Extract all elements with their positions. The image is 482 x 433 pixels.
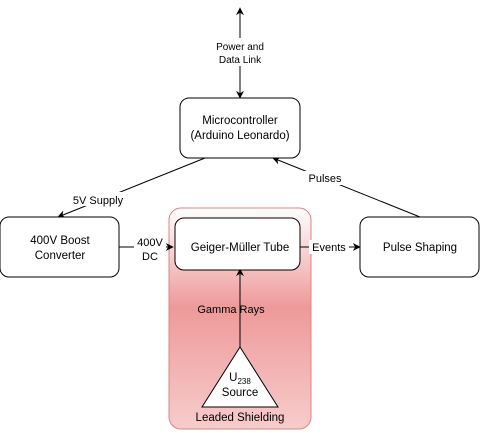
source-symbol-label: U238	[229, 372, 251, 386]
boost-converter-label-line2: Converter	[35, 250, 86, 262]
source-triangle	[201, 346, 279, 408]
pulses-label: Pulses	[308, 173, 342, 185]
geiger-tube-label: Geiger-Müller Tube	[191, 242, 289, 254]
dc-label-line2: DC	[142, 251, 158, 263]
boost-converter-box	[0, 216, 120, 278]
events-label: Events	[312, 242, 346, 254]
boost-converter-label-line1: 400V Boost	[30, 235, 90, 247]
source-symbol: U	[229, 372, 237, 384]
supply-label: 5V Supply	[73, 195, 124, 207]
dc-label-line1: 400V	[137, 237, 163, 249]
microcontroller-box	[179, 97, 301, 159]
pulse-shaping-box	[359, 216, 480, 278]
microcontroller-label-line2: (Arduino Leonardo)	[190, 130, 289, 142]
gamma-rays-label: Gamma Rays	[197, 304, 265, 316]
power-data-label-line2: Data Link	[219, 55, 262, 66]
source-label-line2: Source	[222, 387, 258, 399]
geiger-tube-box	[174, 217, 301, 271]
pulse-shaping-label: Pulse Shaping	[383, 242, 457, 254]
leaded-shielding-label: Leaded Shielding	[196, 412, 285, 424]
power-data-label-line1: Power and	[216, 42, 264, 53]
supply-edge	[57, 157, 206, 219]
pulses-edge	[272, 156, 421, 218]
source-subscript: 238	[237, 377, 251, 386]
microcontroller-label-line1: Microcontroller	[202, 115, 278, 127]
